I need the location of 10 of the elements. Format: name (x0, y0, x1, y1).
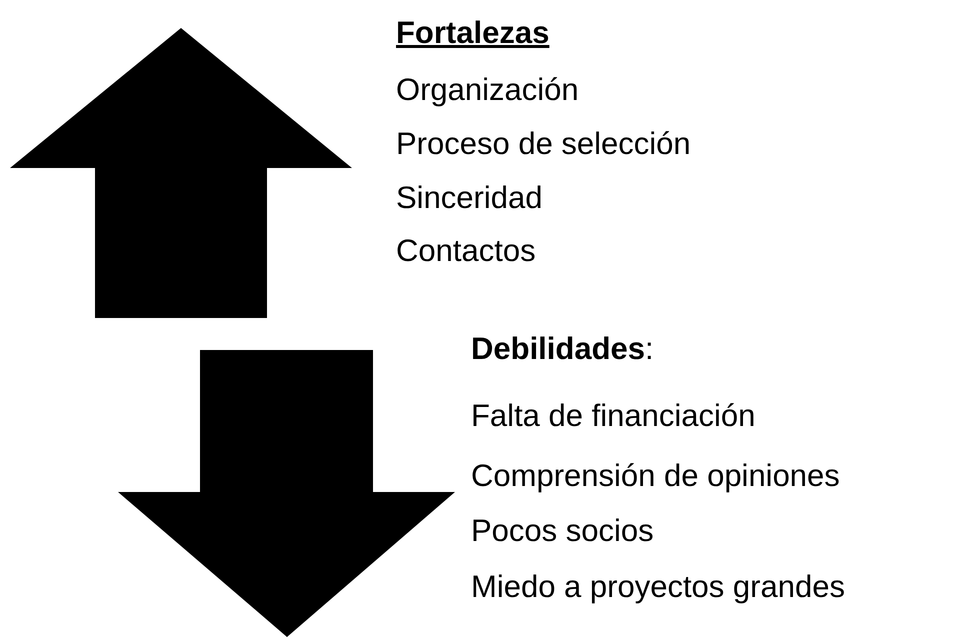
list-item: Organización (396, 71, 579, 109)
list-item: Comprensión de opiniones (471, 457, 840, 495)
section-heading: Debilidades: (471, 330, 654, 368)
list-item: Proceso de selección (396, 125, 691, 163)
list-item: Falta de financiación (471, 397, 756, 435)
list-item: Sinceridad (396, 179, 542, 217)
list-item: Contactos (396, 232, 536, 270)
list-item: Pocos socios (471, 512, 654, 550)
section-heading: Fortalezas (396, 14, 550, 52)
list-item: Miedo a proyectos grandes (471, 568, 845, 606)
